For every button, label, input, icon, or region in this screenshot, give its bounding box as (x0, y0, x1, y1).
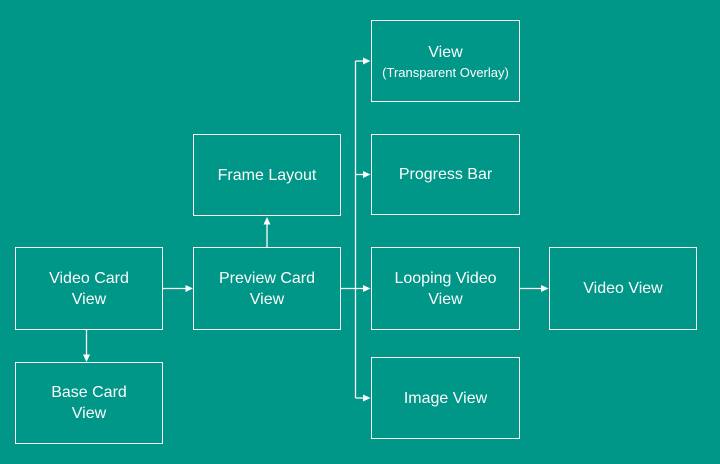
node-label: Looping Video View (394, 269, 497, 308)
node-label: Frame Layout (217, 166, 317, 184)
arrowhead-to-base-card (83, 354, 90, 362)
node-label: Video View (583, 280, 663, 297)
edge-preview-card-branch-trunk (341, 60, 363, 399)
node-label: Preview Card View (218, 269, 316, 308)
arrowhead-to-looping-video (363, 285, 371, 292)
node-label: Video Card View (49, 269, 129, 308)
arrowhead-to-preview-card (185, 285, 193, 292)
node-label: Progress Bar (398, 166, 493, 183)
node-looping-video-view: Looping Video View (371, 247, 520, 330)
node-view-transparent-overlay: View (Transparent Overlay) (371, 20, 520, 102)
arrowhead-to-frame-layout (263, 217, 271, 225)
node-video-view: Video View (549, 247, 697, 330)
node-preview-card-view: Preview Card View (193, 247, 341, 330)
node-video-card-view: Video Card View (15, 247, 163, 330)
arrowhead-to-progress-bar (363, 171, 371, 178)
node-image-view: Image View (371, 357, 520, 439)
node-label: Base Card View (51, 384, 127, 422)
node-frame-layout: Frame Layout (193, 134, 341, 216)
node-sublabel: (Transparent Overlay) (382, 64, 509, 80)
node-base-card-view: Base Card View (15, 362, 163, 444)
arrowhead-to-image-view (363, 394, 371, 402)
arrowhead-to-video-view (541, 285, 549, 292)
arrowhead-to-view-overlay (363, 57, 371, 65)
node-label: View (428, 43, 463, 61)
node-progress-bar: Progress Bar (371, 134, 520, 215)
node-label: Image View (403, 389, 488, 407)
